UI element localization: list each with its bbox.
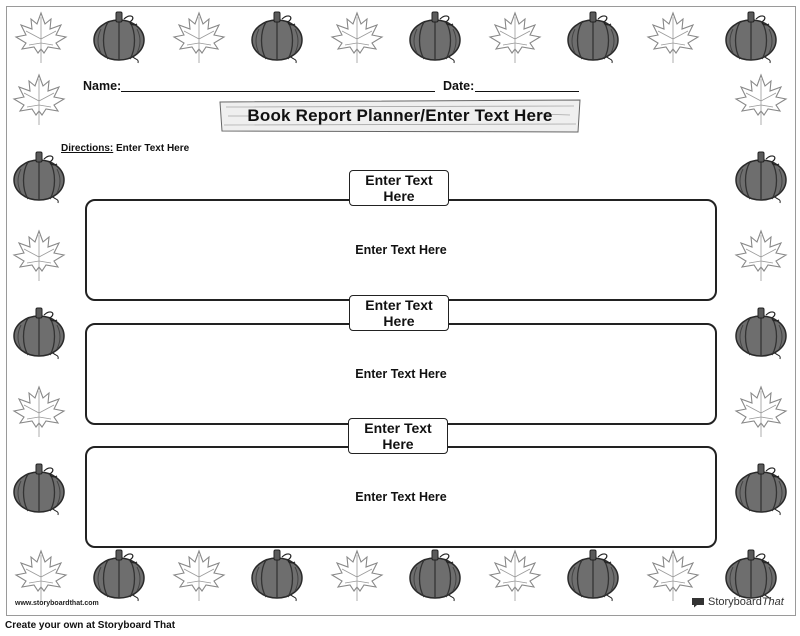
name-field[interactable]: [121, 91, 435, 92]
pumpkin-icon: [405, 9, 465, 65]
title-banner: Book Report Planner/Enter Text Here: [218, 99, 582, 133]
maple-leaf-icon: [169, 9, 229, 65]
maple-leaf-icon: [731, 383, 791, 439]
pumpkin-icon: [405, 547, 465, 603]
section-box-3[interactable]: Enter Text Here: [85, 446, 717, 548]
maple-leaf-icon: [731, 71, 791, 127]
maple-leaf-icon: [643, 547, 703, 603]
directions-label: Directions:: [61, 143, 114, 154]
page-title[interactable]: Book Report Planner/Enter Text Here: [247, 106, 553, 125]
pumpkin-icon: [247, 547, 307, 603]
pumpkin-icon: [731, 305, 791, 361]
directions: Directions: Enter Text Here: [61, 143, 189, 154]
section-body-2[interactable]: Enter Text Here: [355, 367, 447, 381]
pumpkin-icon: [9, 149, 69, 205]
pumpkin-icon: [721, 547, 781, 603]
pumpkin-icon: [731, 461, 791, 517]
maple-leaf-icon: [327, 547, 387, 603]
section-box-1[interactable]: Enter Text Here: [85, 199, 717, 301]
speech-bubble-icon: [692, 597, 704, 607]
name-label: Name:: [83, 79, 122, 93]
brand-name: StoryboardThat: [708, 596, 784, 608]
maple-leaf-icon: [11, 547, 71, 603]
pumpkin-icon: [563, 547, 623, 603]
storyboardthat-brand[interactable]: StoryboardThat: [691, 596, 784, 608]
worksheet-page: Name: Date: Book Report Planner/Enter Te…: [6, 6, 796, 616]
maple-leaf-icon: [643, 9, 703, 65]
pumpkin-icon: [89, 547, 149, 603]
date-field[interactable]: [475, 91, 579, 92]
pumpkin-icon: [721, 9, 781, 65]
pumpkin-icon: [247, 9, 307, 65]
date-label: Date:: [443, 79, 475, 93]
pumpkin-icon: [9, 305, 69, 361]
maple-leaf-icon: [9, 227, 69, 283]
maple-leaf-icon: [9, 383, 69, 439]
wood-plank-icon: [219, 99, 581, 133]
section-body-1[interactable]: Enter Text Here: [355, 243, 447, 257]
directions-text[interactable]: Enter Text Here: [116, 143, 190, 154]
section-body-3[interactable]: Enter Text Here: [355, 490, 447, 504]
maple-leaf-icon: [731, 227, 791, 283]
create-link[interactable]: Create your own at Storyboard That: [5, 620, 176, 631]
maple-leaf-icon: [327, 9, 387, 65]
maple-leaf-icon: [11, 9, 71, 65]
pumpkin-icon: [9, 461, 69, 517]
maple-leaf-icon: [485, 9, 545, 65]
footer-site: www.storyboardthat.com: [15, 600, 99, 607]
pumpkin-icon: [731, 149, 791, 205]
name-date-row: Name: Date:: [79, 73, 589, 95]
pumpkin-icon: [563, 9, 623, 65]
maple-leaf-icon: [169, 547, 229, 603]
section-box-2[interactable]: Enter Text Here: [85, 323, 717, 425]
maple-leaf-icon: [9, 71, 69, 127]
pumpkin-icon: [89, 9, 149, 65]
maple-leaf-icon: [485, 547, 545, 603]
